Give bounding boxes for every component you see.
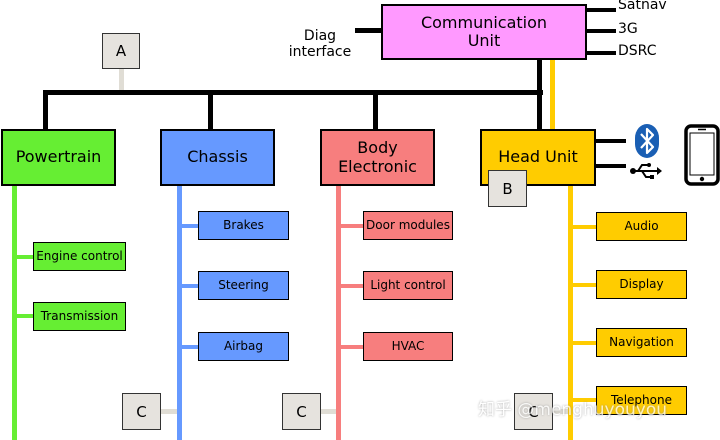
chassis-branch-2: [182, 284, 198, 288]
navigation-label: Navigation: [609, 334, 674, 349]
chassis-branch-1: [182, 224, 198, 228]
watermark: 知乎 @menghuyouyou: [478, 400, 668, 420]
tag-b-label: B: [502, 179, 513, 198]
powertrain-label: Powertrain: [15, 147, 102, 167]
comm-output-satnav: Satnav: [618, 0, 667, 13]
chassis-sub-steering: Steering: [198, 271, 289, 300]
body-electronic-label: Body Electronic: [338, 138, 417, 176]
powertrain-sub-transmission: Transmission: [33, 302, 126, 331]
head-branch-3: [573, 341, 596, 345]
chassis-c-link: [160, 409, 177, 414]
powertrain-branch-2: [17, 314, 33, 318]
display-label: Display: [619, 276, 664, 291]
head-sub-telephone: Telephone: [596, 386, 687, 415]
tag-a-label: A: [115, 42, 127, 60]
diag-interface-text: Diag interface: [288, 28, 352, 61]
light-control-label: Light control: [370, 277, 446, 292]
communication-unit-box: Communication Unit: [381, 4, 587, 60]
powertrain-trunk: [12, 185, 17, 440]
tag-c-body-label: C: [296, 402, 307, 421]
powertrain-branch-1: [17, 255, 33, 259]
chassis-label: Chassis: [187, 147, 248, 167]
head-unit-box: Head Unit: [480, 129, 596, 186]
diag-interface-label: Diag interface: [284, 12, 356, 60]
body-sub-hvac: HVAC: [363, 332, 453, 361]
comm-output-3g: 3G: [618, 21, 638, 37]
chassis-sub-brakes: Brakes: [198, 211, 289, 240]
bus-drop-head: [537, 60, 542, 130]
brakes-label: Brakes: [223, 217, 264, 232]
hvac-label: HVAC: [391, 338, 425, 353]
head-sub-audio: Audio: [596, 212, 687, 241]
bus-drop-chassis: [208, 90, 213, 130]
bluetooth-line: [596, 139, 626, 143]
body-c-link: [320, 409, 336, 414]
main-bus: [43, 90, 543, 95]
head-branch-4: [573, 398, 596, 402]
chassis-sub-airbag: Airbag: [198, 332, 289, 361]
tag-a: A: [102, 33, 140, 69]
airbag-label: Airbag: [223, 338, 264, 353]
bus-drop-powertrain: [43, 90, 48, 130]
bluetooth-icon: [635, 124, 659, 158]
body-sub-door-modules: Door modules: [363, 211, 453, 240]
telephone-label: Telephone: [611, 392, 672, 407]
tag-b: B: [488, 170, 527, 207]
chassis-trunk: [177, 185, 182, 440]
engine-control-label: Engine control: [36, 248, 123, 263]
head-to-comm-line: [550, 60, 555, 130]
powertrain-box: Powertrain: [1, 129, 116, 186]
audio-label: Audio: [624, 218, 659, 233]
tag-c-chassis-label: C: [136, 402, 147, 421]
tag-c-head-label: C: [528, 402, 539, 421]
head-trunk: [568, 185, 573, 440]
satnav-line: [586, 8, 616, 12]
smartphone-icon: [684, 124, 720, 186]
body-electronic-box: Body Electronic: [320, 129, 435, 186]
diag-line: [355, 28, 382, 33]
chassis-box: Chassis: [160, 129, 275, 186]
head-sub-navigation: Navigation: [596, 328, 687, 357]
dsrc-line: [586, 51, 616, 55]
tag-a-link: [119, 67, 124, 90]
steering-label: Steering: [218, 277, 269, 292]
door-modules-label: Door modules: [366, 217, 450, 232]
head-branch-2: [573, 283, 596, 287]
body-branch-2: [341, 284, 363, 288]
body-trunk: [336, 185, 341, 440]
comm-output-dsrc: DSRC: [618, 43, 657, 59]
tag-c-head: C: [514, 393, 553, 430]
body-sub-light-control: Light control: [363, 271, 453, 300]
powertrain-sub-engine-control: Engine control: [33, 242, 126, 271]
tag-c-chassis: C: [122, 393, 161, 430]
usb-icon: [630, 163, 662, 179]
tag-c-body: C: [282, 393, 321, 430]
transmission-label: Transmission: [40, 308, 119, 323]
head-unit-label: Head Unit: [498, 147, 578, 167]
chassis-branch-3: [182, 345, 198, 349]
communication-unit-label: Communication Unit: [420, 12, 548, 50]
head-branch-1: [573, 225, 596, 229]
head-sub-display: Display: [596, 270, 687, 299]
body-branch-1: [341, 224, 363, 228]
body-branch-3: [341, 345, 363, 349]
head-c-link: [552, 409, 568, 414]
bus-drop-body: [373, 90, 378, 130]
usb-line: [596, 164, 626, 168]
3g-line: [586, 29, 616, 33]
